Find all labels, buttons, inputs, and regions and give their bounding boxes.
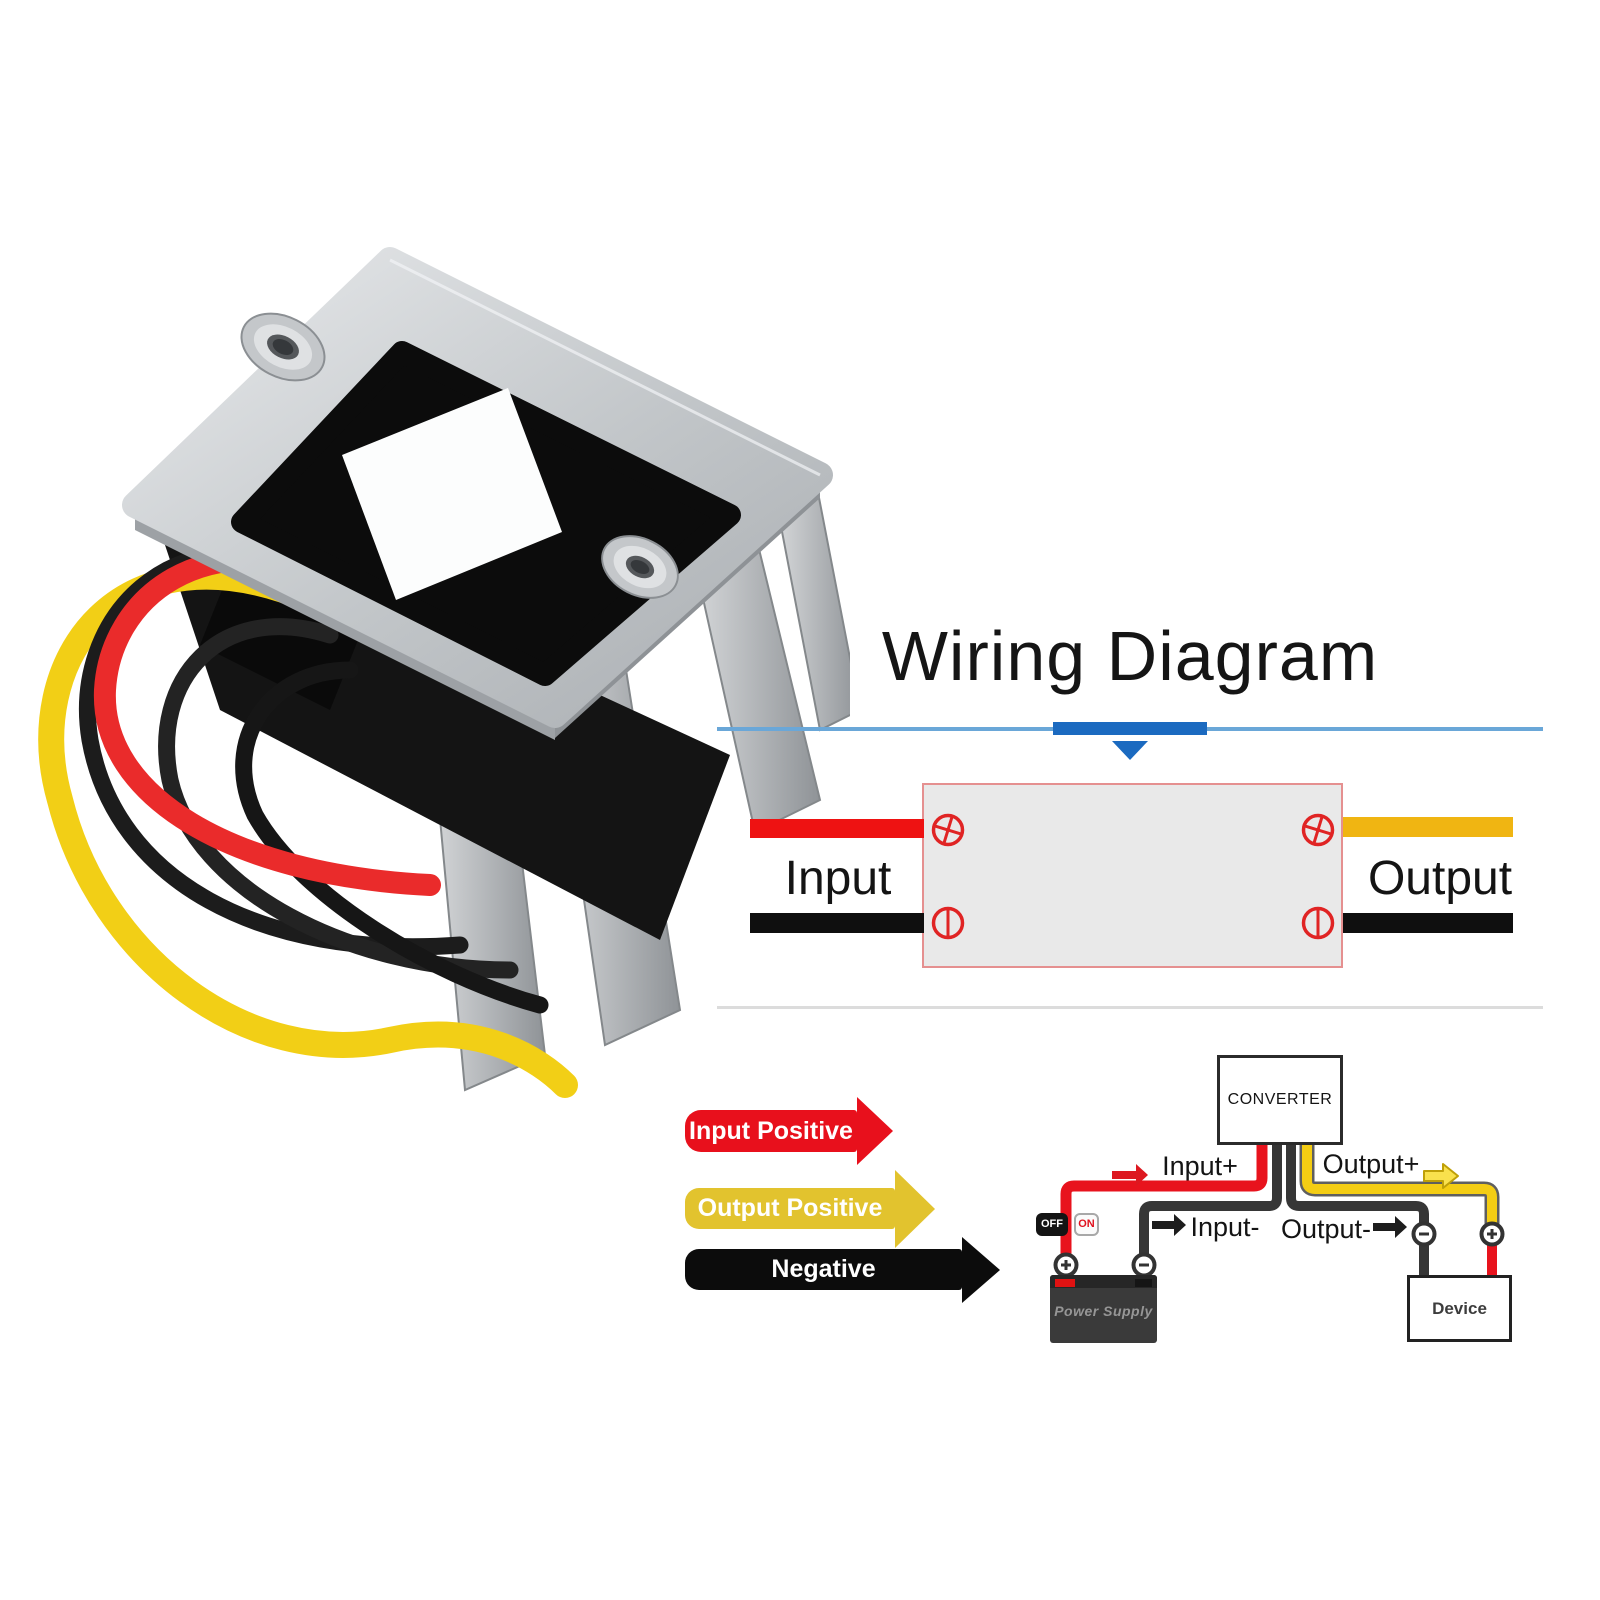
wire-black-2 — [158, 618, 519, 979]
output-negative-wire — [1343, 913, 1513, 933]
device-negative-terminal — [1411, 1221, 1437, 1247]
chevron-down-icon — [1112, 741, 1148, 760]
converter-block — [922, 783, 1343, 968]
gray-divider-line — [717, 1006, 1543, 1009]
power-supply: Power Supply — [1050, 1275, 1157, 1343]
input-positive-wire — [750, 819, 924, 838]
output-positive-label: Output+ — [1322, 1149, 1420, 1179]
screw-terminal-output-positive-icon — [1301, 813, 1335, 847]
legend-negative-arrow: Negative — [685, 1249, 962, 1290]
device-box: Device — [1407, 1275, 1512, 1342]
battery-negative-terminal — [1131, 1252, 1157, 1278]
label-sticker — [342, 388, 562, 600]
output-positive-wire — [1343, 817, 1513, 837]
output-label: Output — [1367, 852, 1513, 905]
black-arrow-output-icon — [1373, 1216, 1407, 1238]
input-negative-wire — [750, 913, 924, 933]
switch-on-button: ON — [1074, 1213, 1099, 1236]
converter-label: CONVERTER — [1227, 1091, 1333, 1108]
schematic-wire-output-positive — [1302, 1145, 1497, 1236]
legend-input-positive-arrow: Input Positive — [685, 1110, 857, 1152]
screw-terminal-input-positive-icon — [931, 813, 965, 847]
power-supply-label: Power Supply — [1054, 1303, 1153, 1319]
blue-divider-accent — [1053, 722, 1207, 735]
black-arrow-input-icon — [1152, 1214, 1186, 1236]
battery-positive-pad — [1055, 1279, 1075, 1287]
input-label: Input — [784, 852, 892, 905]
input-negative-label: Input- — [1190, 1212, 1260, 1242]
schematic-wire-input-positive — [1060, 1145, 1268, 1277]
yellow-arrow-icon — [1423, 1163, 1459, 1189]
page-title: Wiring Diagram — [881, 617, 1379, 695]
wire-black-3 — [235, 661, 549, 1014]
screw-terminal-input-negative-icon — [931, 906, 965, 940]
screw-terminal-output-negative-icon — [1301, 906, 1335, 940]
screw-hole-1 — [240, 312, 326, 382]
device-label: Device — [1432, 1298, 1487, 1318]
device-positive-terminal — [1479, 1221, 1505, 1247]
mounting-flange — [122, 247, 833, 740]
legend-output-positive-arrow: Output Positive — [685, 1188, 895, 1229]
screw-hole-2 — [601, 535, 679, 599]
converter-box: CONVERTER — [1217, 1055, 1343, 1145]
schematic-wires — [1053, 1145, 1505, 1278]
schematic-wire-output-negative — [1286, 1145, 1429, 1277]
red-arrow-icon — [1112, 1164, 1148, 1186]
schematic-wire-input-negative — [1139, 1145, 1282, 1277]
battery-positive-terminal — [1053, 1252, 1079, 1278]
power-switch: OFF ON — [1036, 1213, 1099, 1236]
switch-off-button: OFF — [1036, 1213, 1068, 1236]
output-negative-label: Output- — [1280, 1214, 1372, 1244]
input-positive-label: Input+ — [1162, 1151, 1238, 1181]
battery-negative-pad — [1135, 1279, 1152, 1287]
product-photo — [38, 247, 850, 1098]
